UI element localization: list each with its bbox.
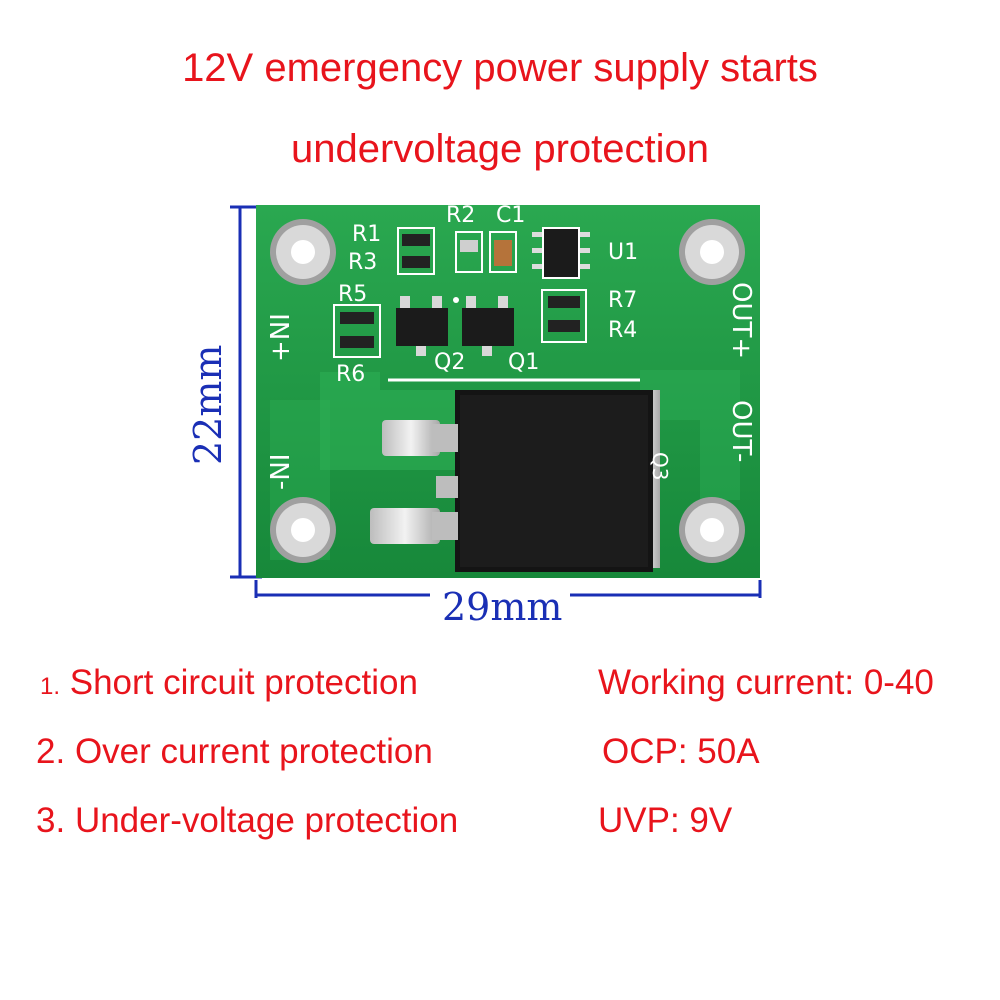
feature-item: 3. Under-voltage protection xyxy=(36,801,458,841)
title-line-2: undervoltage protection xyxy=(290,127,710,171)
feature-number: 2. xyxy=(36,732,66,771)
mounting-holes xyxy=(270,219,745,563)
height-dimension-label: 22mm xyxy=(186,344,230,465)
label-r5: R5 xyxy=(338,282,368,307)
spec-uvp: UVP: 9V xyxy=(598,801,733,840)
label-in-minus: -NI xyxy=(266,453,296,491)
spec-ocp: OCP: 50A xyxy=(602,732,760,771)
label-r2: R2 xyxy=(446,203,476,228)
label-r4: R4 xyxy=(608,318,638,343)
label-r7: R7 xyxy=(608,288,638,313)
feature-text: Under-voltage protection xyxy=(74,801,459,840)
spec-working-current: Working current: 0-40 xyxy=(598,663,934,702)
title-line-1: 12V emergency power supply starts xyxy=(182,46,818,90)
label-r6: R6 xyxy=(336,362,366,387)
label-r3: R3 xyxy=(348,250,378,275)
label-c1: C1 xyxy=(496,203,526,228)
label-q2: Q2 xyxy=(434,350,466,375)
label-q3: Q3 xyxy=(648,452,672,481)
label-in-plus: +NI xyxy=(266,313,296,362)
feature-number: 3. xyxy=(36,801,66,840)
feature-item: 2. Over current protection xyxy=(36,732,433,772)
label-u1: U1 xyxy=(608,240,639,265)
mosfet-q3 xyxy=(370,390,660,572)
feature-text: Over current protection xyxy=(74,732,433,771)
feature-text: Short circuit protection xyxy=(69,663,418,702)
label-out-minus: OUT- xyxy=(726,400,756,463)
dimension-lines xyxy=(230,205,762,598)
feature-number: 1. xyxy=(40,673,61,700)
label-out-plus: OUT+ xyxy=(726,282,756,360)
label-q1: Q1 xyxy=(508,350,540,375)
feature-item: 1. Short circuit protection xyxy=(40,663,418,707)
label-r1: R1 xyxy=(352,222,382,247)
copper-pour xyxy=(640,370,740,500)
width-dimension-label: 29mm xyxy=(442,585,563,629)
smd-components xyxy=(333,227,590,358)
